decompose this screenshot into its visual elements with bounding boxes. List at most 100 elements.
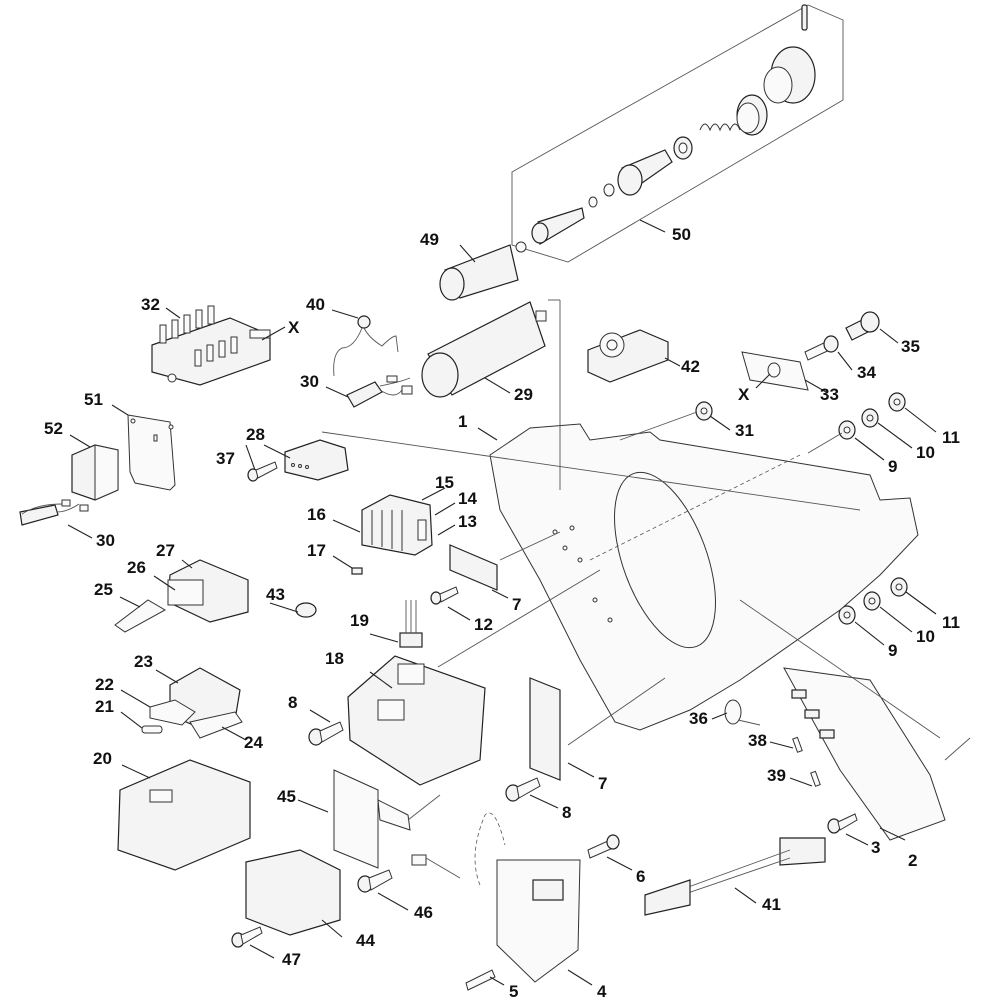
part-45-bracket xyxy=(333,769,411,869)
part-49-rotary-cam xyxy=(439,241,527,301)
part-28-connector xyxy=(284,439,349,481)
callout-24: 24 xyxy=(244,733,263,752)
callout-52: 52 xyxy=(44,419,63,438)
callout-50: 50 xyxy=(672,225,691,244)
part-33-gasket-plate xyxy=(741,351,809,391)
callout-34: 34 xyxy=(857,363,876,382)
callout-36: 36 xyxy=(689,709,708,728)
callout-20: 20 xyxy=(93,749,112,768)
part-26-relay xyxy=(167,579,204,606)
part-43-cap xyxy=(295,602,317,618)
callout-21: 21 xyxy=(95,697,114,716)
callout-33: 33 xyxy=(820,385,839,404)
part-20-contactor xyxy=(117,759,251,871)
callout-26: 26 xyxy=(127,558,146,577)
part-17-jumper xyxy=(351,567,363,575)
callout-39: 39 xyxy=(767,766,786,785)
callout-9-upper: 9 xyxy=(888,457,897,476)
callout-32: 32 xyxy=(141,295,160,314)
callout-10-lower: 10 xyxy=(916,627,935,646)
callout-12: 12 xyxy=(474,615,493,634)
callout-25: 25 xyxy=(94,580,113,599)
part-2-control-board xyxy=(783,667,946,841)
callout-4: 4 xyxy=(597,982,607,1000)
callout-43: 43 xyxy=(266,585,285,604)
part-40-thermal-wire xyxy=(333,315,399,377)
part-31-nut xyxy=(695,401,713,421)
callout-28: 28 xyxy=(246,425,265,444)
callout-31: 31 xyxy=(735,421,754,440)
callout-8-lower: 8 xyxy=(562,803,571,822)
kit-50-outline xyxy=(511,4,844,263)
callout-49: 49 xyxy=(420,230,439,249)
callout-42: 42 xyxy=(681,357,700,376)
callout-35: 35 xyxy=(901,337,920,356)
part-11-nut-lower xyxy=(890,577,908,597)
part-32-selector-switch xyxy=(151,305,271,386)
callout-6: 6 xyxy=(636,867,645,886)
callout-27: 27 xyxy=(156,541,175,560)
callout-9-lower: 9 xyxy=(888,641,897,660)
assembly-guide-lines xyxy=(321,299,971,821)
part-38-terminal-connector xyxy=(792,736,803,753)
callout-1: 1 xyxy=(458,412,467,431)
callout-47: 47 xyxy=(282,950,301,969)
part-7-din-rail-upper xyxy=(449,544,498,591)
part-21-fuse xyxy=(141,725,163,734)
part-5-spacer xyxy=(465,969,496,991)
part-3-screw xyxy=(827,813,858,834)
part-19-plug xyxy=(399,600,423,648)
part-35-bushing xyxy=(845,311,880,341)
part-46-screw xyxy=(357,869,393,893)
part-1-housing xyxy=(489,423,919,731)
callout-17: 17 xyxy=(307,541,326,560)
part-9-washer-upper xyxy=(838,420,856,440)
callout-7-upper: 7 xyxy=(512,595,521,614)
callout-x-upper: X xyxy=(288,318,300,337)
part-30-wire-resistor-upper xyxy=(346,375,413,408)
part-12-screw xyxy=(430,586,459,605)
callout-41: 41 xyxy=(762,895,781,914)
callout-3: 3 xyxy=(871,838,880,857)
part-8-screw-upper xyxy=(308,721,344,746)
part-22-fuse-cover xyxy=(149,699,196,726)
callout-22: 22 xyxy=(95,675,114,694)
callout-46: 46 xyxy=(414,903,433,922)
callout-7-lower: 7 xyxy=(598,774,607,793)
part-6-screw xyxy=(587,834,620,859)
callout-19: 19 xyxy=(350,611,369,630)
callout-51: 51 xyxy=(84,390,103,409)
callout-40: 40 xyxy=(306,295,325,314)
part-37-screw xyxy=(247,461,278,482)
callout-38: 38 xyxy=(748,731,767,750)
part-30-wire-resistor-lower xyxy=(19,499,89,526)
part-34-screw xyxy=(804,335,839,361)
part-11-nut-upper xyxy=(888,392,906,412)
callout-29: 29 xyxy=(514,385,533,404)
part-29-capacitor xyxy=(421,301,547,398)
part-24-base-plate xyxy=(189,711,243,739)
callout-x-lower: X xyxy=(738,385,750,404)
part-50-adjuster-kit xyxy=(531,4,816,245)
part-42-emc-filter xyxy=(587,329,669,383)
part-25-retaining-clip xyxy=(114,599,167,633)
ribbon-cable-display xyxy=(411,812,506,886)
part-7-din-rail-lower xyxy=(529,677,561,781)
part-8-screw-lower xyxy=(505,777,541,802)
callout-8-upper: 8 xyxy=(288,693,297,712)
part-4-display-board xyxy=(496,859,581,983)
part-52-timer xyxy=(71,444,119,501)
callout-30-lower: 30 xyxy=(96,531,115,550)
callout-23: 23 xyxy=(134,652,153,671)
callout-10-upper: 10 xyxy=(916,443,935,462)
callout-14: 14 xyxy=(458,489,477,508)
callout-18: 18 xyxy=(325,649,344,668)
callout-30-upper: 30 xyxy=(300,372,319,391)
part-39-terminal-connector xyxy=(810,770,821,787)
callout-labels: 1 2 3 4 5 6 7 7 8 8 9 9 10 10 11 11 12 1… xyxy=(44,225,960,1000)
callout-11-lower: 11 xyxy=(942,613,960,632)
callout-11-upper: 11 xyxy=(942,428,960,447)
callout-2: 2 xyxy=(908,851,917,870)
callout-13: 13 xyxy=(458,512,477,531)
